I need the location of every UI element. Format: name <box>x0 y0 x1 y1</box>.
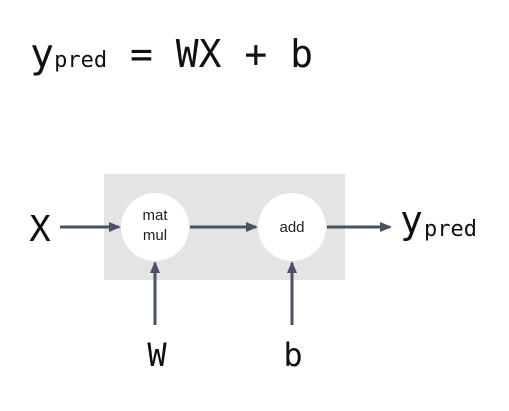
input-b-label: b <box>283 336 302 374</box>
input-x-label: X <box>29 209 51 250</box>
output-y-subscript: pred <box>424 217 477 242</box>
add-label: add <box>279 219 304 236</box>
equation-rhs: = WX + b <box>107 32 313 76</box>
matmul-label-line2: mul <box>143 227 167 244</box>
add-node <box>258 193 326 261</box>
equation: ypred = WX + b <box>30 30 313 78</box>
matmul-label-line1: mat <box>142 207 168 224</box>
equation-y: y <box>30 31 55 77</box>
matmul-node <box>121 193 189 261</box>
input-w-label: W <box>147 336 167 374</box>
equation-y-subscript: pred <box>54 48 108 73</box>
output-y-label: y <box>400 198 423 242</box>
